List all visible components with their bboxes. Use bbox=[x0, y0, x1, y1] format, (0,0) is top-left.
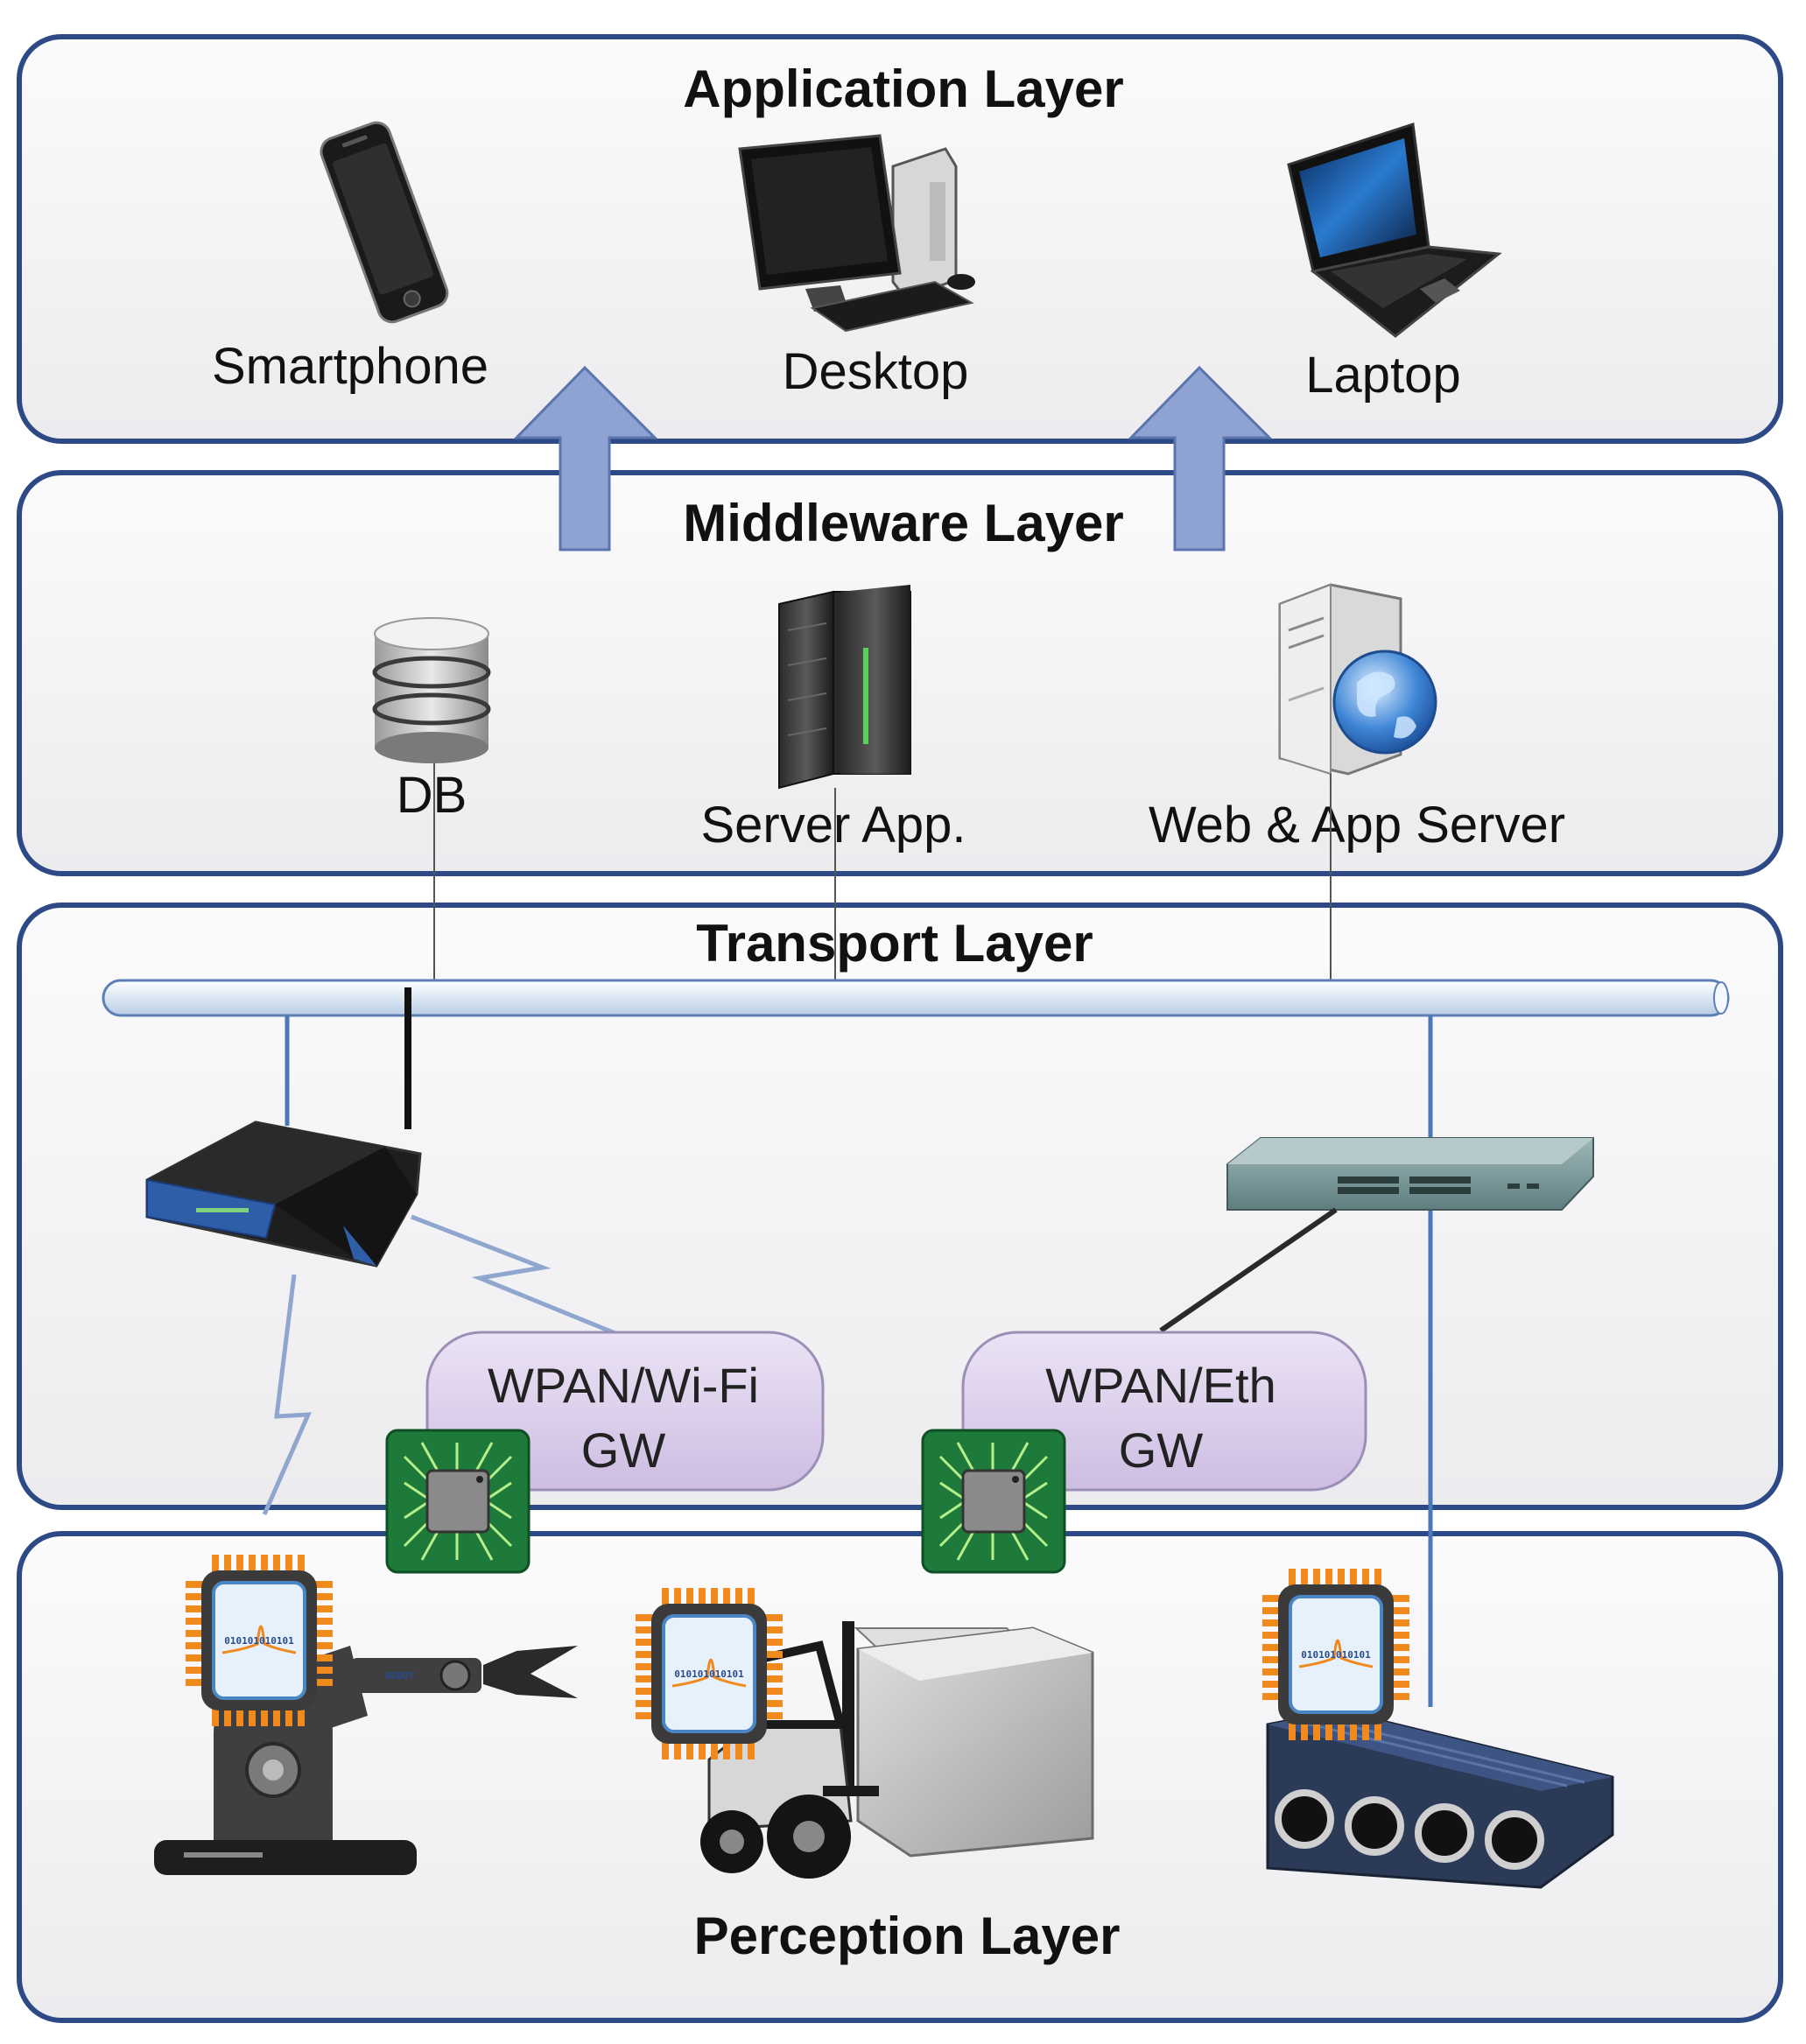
perception-layer-title: Perception Layer bbox=[694, 1907, 1121, 1965]
switch-eth-gw-link bbox=[1159, 1207, 1338, 1333]
sensor-chip-text: 010101010101 bbox=[224, 1635, 294, 1647]
sensor-chip-icon: 010101010101 bbox=[186, 1555, 333, 1726]
gateway-chip-icon bbox=[921, 1429, 1066, 1574]
smartphone-icon bbox=[320, 121, 449, 324]
up-arrow-right bbox=[1128, 365, 1273, 551]
network-bus bbox=[102, 979, 1730, 1017]
smartphone-label: Smartphone bbox=[212, 338, 488, 395]
server-rack-icon bbox=[778, 585, 911, 790]
sensor-chip-icon: 010101010101 bbox=[636, 1588, 783, 1760]
robot-arm-icon: ROBOT bbox=[154, 1646, 578, 1875]
middleware-layer-title: Middleware Layer bbox=[683, 494, 1124, 552]
wireless-router-icon bbox=[145, 987, 422, 1268]
laptop-icon bbox=[1287, 123, 1502, 338]
gateway-chip-icon bbox=[385, 1429, 531, 1574]
server-app-label: Server App. bbox=[700, 797, 966, 853]
network-switch-icon bbox=[1226, 1137, 1594, 1211]
application-layer-title: Application Layer bbox=[683, 60, 1123, 118]
wpan-wifi-gw-line2: GW bbox=[581, 1422, 666, 1478]
sensor-chip-text: 010101010101 bbox=[674, 1668, 744, 1680]
wpan-wifi-gw-line1: WPAN/Wi-Fi bbox=[488, 1358, 759, 1413]
wpan-eth-gw-line1: WPAN/Eth bbox=[1045, 1358, 1275, 1413]
wifi-link-router-robot bbox=[262, 1274, 312, 1516]
desktop-label: Desktop bbox=[783, 343, 969, 400]
database-icon bbox=[372, 617, 491, 763]
desktop-icon bbox=[738, 134, 975, 333]
web-server-globe-icon bbox=[1278, 583, 1437, 776]
wifi-link-router-gateway bbox=[411, 1214, 622, 1338]
transport-layer-title: Transport Layer bbox=[696, 914, 1093, 973]
db-label: DB bbox=[397, 767, 467, 824]
laptop-label: Laptop bbox=[1305, 347, 1460, 404]
robot-label: ROBOT bbox=[385, 1670, 414, 1682]
sensor-chip-text: 010101010101 bbox=[1301, 1649, 1371, 1661]
forklift-icon bbox=[700, 1621, 1094, 1879]
wpan-eth-gw-line2: GW bbox=[1119, 1422, 1204, 1478]
up-arrow-left bbox=[513, 365, 658, 551]
web-app-server-label: Web & App Server bbox=[1149, 797, 1565, 853]
sensor-chip-icon: 010101010101 bbox=[1262, 1569, 1409, 1740]
